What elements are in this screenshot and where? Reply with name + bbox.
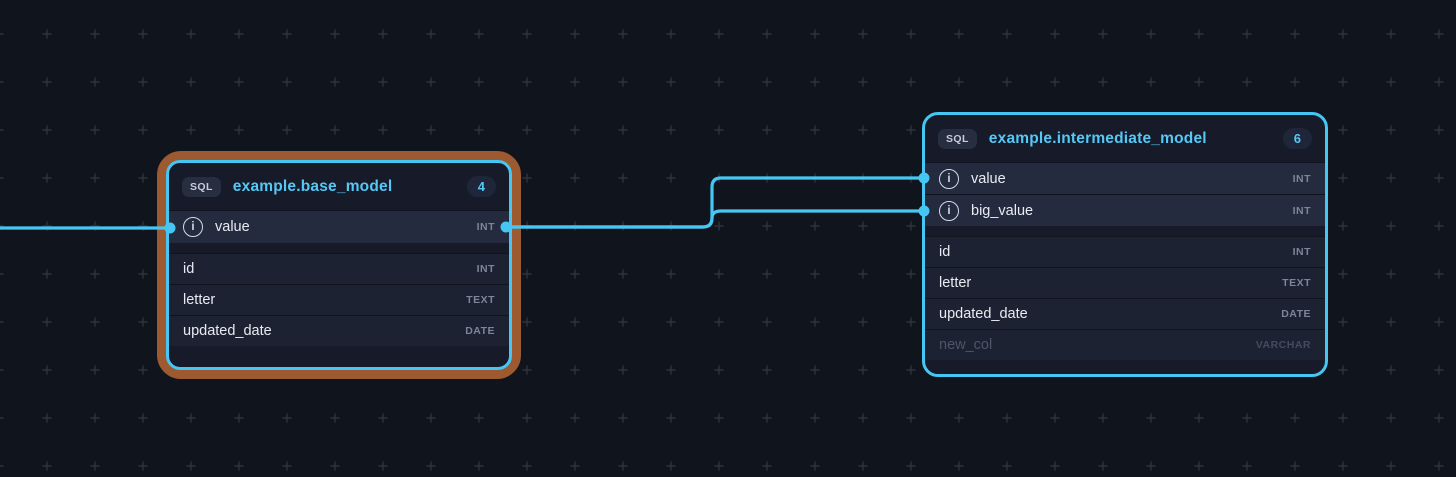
column-type: INT	[476, 221, 495, 233]
column-row-id[interactable]: id INT	[169, 253, 509, 284]
model-card[interactable]: SQL example.base_model 4 i value INT id …	[166, 160, 512, 370]
column-section-gap	[925, 226, 1325, 236]
column-type: TEXT	[1282, 277, 1311, 289]
info-icon[interactable]: i	[183, 217, 203, 237]
column-count-badge[interactable]: 6	[1282, 128, 1312, 149]
model-kind-badge: SQL	[182, 176, 221, 197]
model-kind-badge: SQL	[938, 128, 977, 149]
model-title[interactable]: example.base_model	[232, 177, 393, 195]
model-header[interactable]: SQL example.base_model 4	[169, 163, 509, 210]
column-name: new_col	[939, 337, 993, 353]
model-node-intermediate-model[interactable]: SQL example.intermediate_model 6 i value…	[922, 112, 1328, 377]
column-name: big_value	[971, 202, 1034, 219]
column-type: INT	[1292, 204, 1311, 217]
column-name: letter	[939, 275, 972, 291]
model-header[interactable]: SQL example.intermediate_model 6	[925, 115, 1325, 162]
column-type: INT	[1292, 246, 1311, 258]
column-row-new-col[interactable]: new_col VARCHAR	[925, 329, 1325, 360]
info-icon[interactable]: i	[939, 200, 959, 221]
model-title[interactable]: example.intermediate_model	[988, 129, 1207, 147]
column-type: TEXT	[466, 294, 495, 306]
column-name: updated_date	[939, 306, 1028, 322]
column-type: INT	[476, 263, 495, 275]
column-row-value[interactable]: i value INT	[925, 162, 1325, 194]
column-row-value[interactable]: i value INT	[169, 210, 509, 243]
column-name: value	[215, 219, 250, 235]
column-name: value	[971, 170, 1006, 187]
column-name: id	[939, 244, 951, 260]
info-icon[interactable]: i	[939, 168, 959, 189]
column-type: DATE	[1281, 308, 1311, 320]
model-node-base-model[interactable]: SQL example.base_model 4 i value INT id …	[157, 151, 521, 379]
column-name: letter	[183, 292, 216, 308]
column-section-gap	[169, 243, 509, 253]
column-name: updated_date	[183, 323, 272, 339]
column-row-big-value[interactable]: i big_value INT	[925, 194, 1325, 226]
column-type: VARCHAR	[1255, 339, 1311, 351]
column-row-id[interactable]: id INT	[925, 236, 1325, 267]
column-type: INT	[1292, 172, 1311, 185]
column-name: id	[183, 261, 195, 277]
column-row-updated-date[interactable]: updated_date DATE	[169, 315, 509, 346]
column-row-updated-date[interactable]: updated_date DATE	[925, 298, 1325, 329]
column-row-letter[interactable]: letter TEXT	[925, 267, 1325, 298]
column-row-letter[interactable]: letter TEXT	[169, 284, 509, 315]
column-type: DATE	[465, 325, 495, 337]
column-count-badge[interactable]: 4	[466, 176, 496, 197]
